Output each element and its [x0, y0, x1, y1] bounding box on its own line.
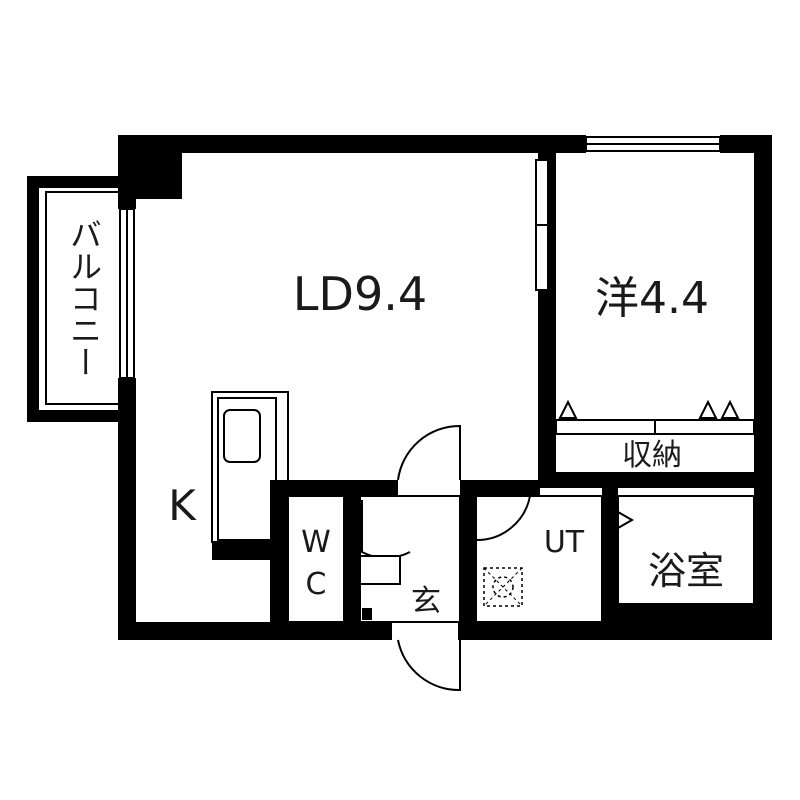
doors	[359, 424, 635, 692]
balcony-label: バルコニー	[65, 218, 103, 378]
toilet-c-label: C	[306, 567, 327, 602]
kitchen-label: K	[168, 481, 197, 530]
kitchen-counter	[211, 391, 289, 640]
bathroom-label: 浴室	[648, 549, 724, 593]
toilet-w-label: W	[301, 525, 331, 560]
partition-ld-western	[535, 153, 556, 488]
entrance-label: 玄	[411, 584, 441, 619]
windows	[119, 136, 721, 379]
western-room-label: 洋4.4	[595, 273, 709, 324]
living-dining-label: LD9.4	[293, 267, 427, 321]
core-walls	[270, 480, 772, 640]
storage-closet	[538, 399, 772, 488]
washer-space	[483, 567, 523, 607]
room-labels: バルコニー LD9.4 洋4.4 収納 K W C 玄 UT 浴室	[65, 218, 724, 619]
outer-walls	[118, 135, 772, 640]
storage-label: 収納	[622, 438, 682, 473]
utility-label: UT	[544, 525, 585, 560]
